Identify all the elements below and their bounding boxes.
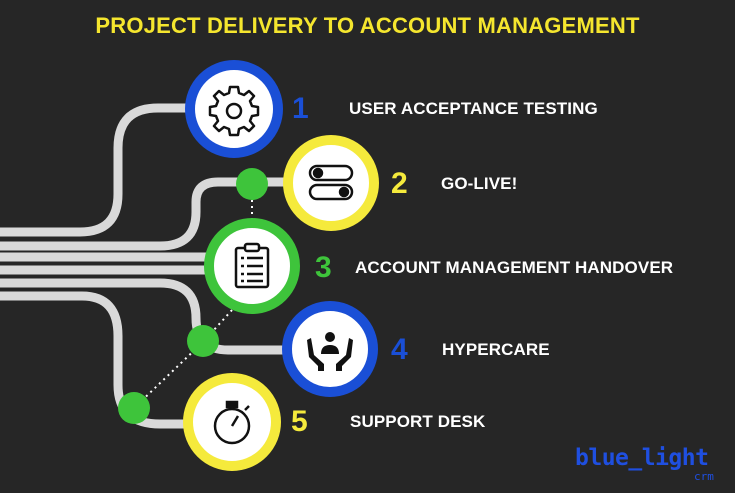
step-4-number: 4 [391, 333, 408, 366]
track-2 [0, 177, 290, 251]
gear-icon [208, 85, 260, 137]
track-5 [0, 291, 200, 429]
hands-supporting-person-icon [307, 332, 353, 371]
step-1-label: USER ACCEPTANCE TESTING [349, 99, 598, 118]
step-3-number: 3 [315, 251, 332, 284]
step-1-number: 1 [292, 92, 309, 125]
node-dot-4 [187, 325, 219, 357]
step-5-badge [183, 373, 281, 471]
node-dot-2 [236, 168, 268, 200]
step-2-label: GO-LIVE! [441, 174, 518, 193]
step-3-label: ACCOUNT MANAGEMENT HANDOVER [355, 258, 674, 277]
step-5-number: 5 [291, 405, 308, 438]
step-5-label: SUPPORT DESK [350, 412, 486, 431]
track-1 [0, 103, 200, 237]
brand-logo: blue_light [575, 445, 709, 471]
node-dot-5 [118, 392, 150, 424]
step-4-label: HYPERCARE [442, 340, 550, 359]
clipboard-checklist-icon [234, 242, 270, 289]
brand-logo-sub: crm [694, 470, 714, 483]
step-4-badge [282, 301, 378, 397]
step-1-badge [185, 60, 283, 158]
toggle-switches-icon [308, 164, 354, 201]
step-3-badge [204, 218, 300, 314]
step-2-number: 2 [391, 167, 408, 200]
page-title: PROJECT DELIVERY TO ACCOUNT MANAGEMENT [95, 13, 640, 38]
step-2-badge [283, 135, 379, 231]
stopwatch-icon [213, 400, 251, 445]
